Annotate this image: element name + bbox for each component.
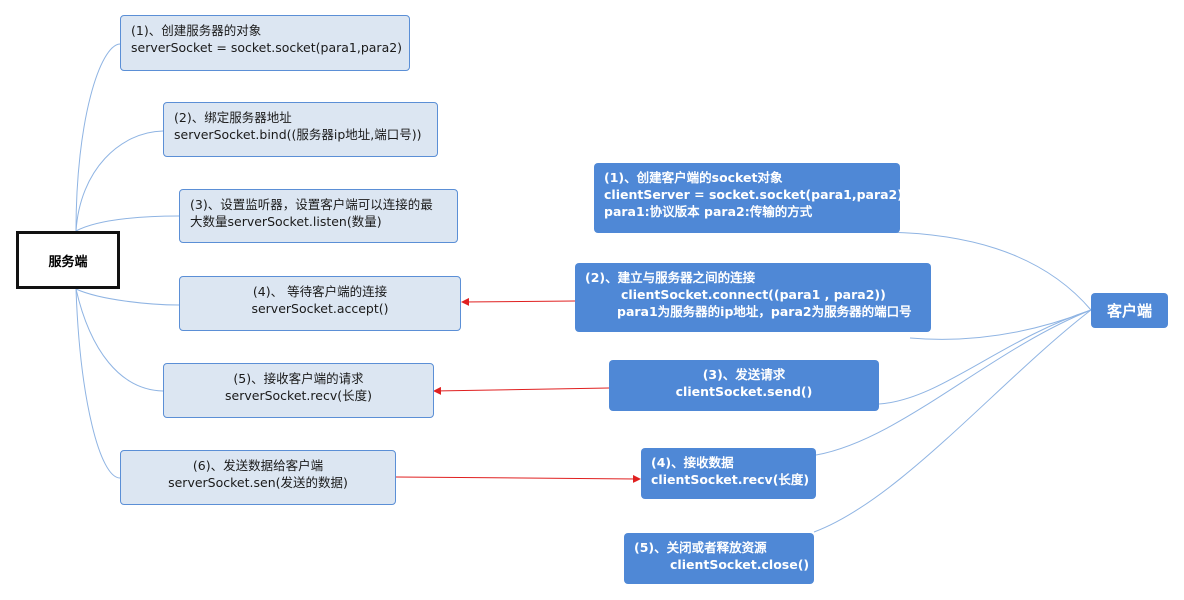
client-step-4-title: (4)、接收数据: [651, 455, 734, 470]
server-step-5: (5)、接收客户端的请求 serverSocket.recv(长度): [163, 363, 434, 418]
client-step-3-title: (3)、发送请求: [702, 367, 786, 382]
server-branch-1: [75, 43, 121, 232]
arrow-send-to-recv: [433, 386, 610, 395]
server-step-1: (1)、创建服务器的对象 serverSocket = socket.socke…: [120, 15, 410, 71]
server-step-6: (6)、发送数据给客户端 serverSocket.sen(发送的数据): [120, 450, 396, 505]
client-step-3: (3)、发送请求 clientSocket.send(): [609, 360, 879, 411]
client-branch-3: [878, 309, 1092, 405]
client-step-5-title: (5)、关闭或者释放资源: [634, 540, 767, 555]
server-branch-6: [75, 288, 121, 479]
client-step-5-code: clientSocket.close(): [670, 557, 810, 572]
server-step-5-title: (5)、接收客户端的请求: [233, 371, 364, 386]
client-step-2: (2)、建立与服务器之间的连接 clientSocket.connect((pa…: [575, 263, 931, 332]
arrow-sen-to-recv: [395, 474, 641, 483]
server-step-2-title: (2)、绑定服务器地址: [174, 110, 292, 125]
server-step-1-code: serverSocket = socket.socket(para1,para2…: [131, 40, 403, 55]
server-step-6-title: (6)、发送数据给客户端: [192, 458, 324, 473]
client-step-1-title: (1)、创建客户端的socket对象: [604, 170, 783, 185]
client-root: 客户端: [1091, 293, 1168, 328]
client-step-3-code: clientSocket.send(): [675, 384, 813, 399]
client-step-4-code: clientSocket.recv(长度): [651, 472, 810, 487]
client-branch-4: [815, 309, 1092, 456]
server-step-4: (4)、 等待客户端的连接 serverSocket.accept(): [179, 276, 461, 331]
server-root: 服务端: [16, 231, 120, 289]
server-branch-5: [75, 288, 164, 392]
client-step-1-code: clientServer = socket.socket(para1,para2…: [604, 187, 903, 202]
client-branch-1: [875, 231, 1092, 311]
client-step-4: (4)、接收数据 clientSocket.recv(长度): [641, 448, 816, 499]
arrow-connect-to-accept: [461, 297, 576, 306]
server-step-2-code: serverSocket.bind((服务器ip地址,端口号)): [174, 127, 422, 142]
server-step-4-code: serverSocket.accept(): [251, 301, 389, 316]
server-branch-4: [75, 288, 180, 306]
server-step-6-code: serverSocket.sen(发送的数据): [168, 475, 348, 490]
server-step-2: (2)、绑定服务器地址 serverSocket.bind((服务器ip地址,端…: [163, 102, 438, 157]
server-step-1-title: (1)、创建服务器的对象: [131, 23, 262, 38]
client-step-5: (5)、关闭或者释放资源 clientSocket.close(): [624, 533, 814, 584]
server-step-3: (3)、设置监听器，设置客户端可以连接的最 大数量serverSocket.li…: [179, 189, 458, 243]
server-step-3-code: 大数量serverSocket.listen(数量): [190, 214, 382, 229]
client-branch-5: [813, 309, 1092, 533]
server-root-label: 服务端: [48, 254, 88, 270]
client-step-1: (1)、创建客户端的socket对象 clientServer = socket…: [594, 163, 903, 233]
server-step-4-title: (4)、 等待客户端的连接: [252, 284, 388, 299]
client-step-1-note: para1:协议版本 para2:传输的方式: [604, 204, 813, 219]
client-step-2-note: para1为服务器的ip地址，para2为服务器的端口号: [617, 304, 912, 319]
server-step-3-title: (3)、设置监听器，设置客户端可以连接的最: [190, 197, 433, 212]
server-branch-2: [75, 130, 164, 232]
client-step-2-code: clientSocket.connect((para1 , para2)): [621, 287, 886, 302]
server-branch-3: [75, 215, 180, 232]
client-step-2-title: (2)、建立与服务器之间的连接: [585, 270, 756, 285]
client-root-label: 客户端: [1106, 302, 1152, 320]
server-step-5-code: serverSocket.recv(长度): [225, 388, 372, 403]
client-branch-2: [909, 309, 1092, 340]
